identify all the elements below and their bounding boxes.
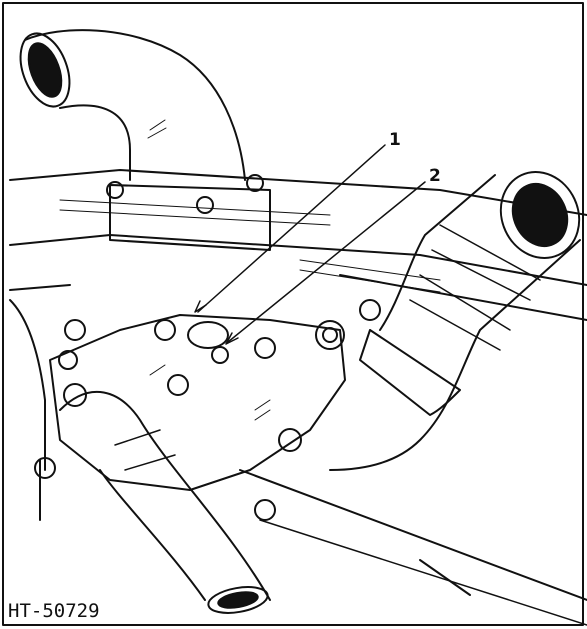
callout-label-1: 1 — [389, 130, 401, 150]
right-hose — [315, 171, 581, 471]
figure-code: HT-50729 — [8, 600, 100, 622]
callout-label-2: 2 — [429, 166, 441, 186]
manifold-body — [9, 169, 587, 626]
upper-elbow-pipe — [19, 29, 271, 251]
leader-line-1 — [197, 144, 386, 313]
leader-lines — [194, 144, 426, 345]
lower-outlet-pipe — [59, 391, 271, 614]
leader-line-2 — [227, 181, 426, 343]
housing-plug — [187, 321, 229, 349]
